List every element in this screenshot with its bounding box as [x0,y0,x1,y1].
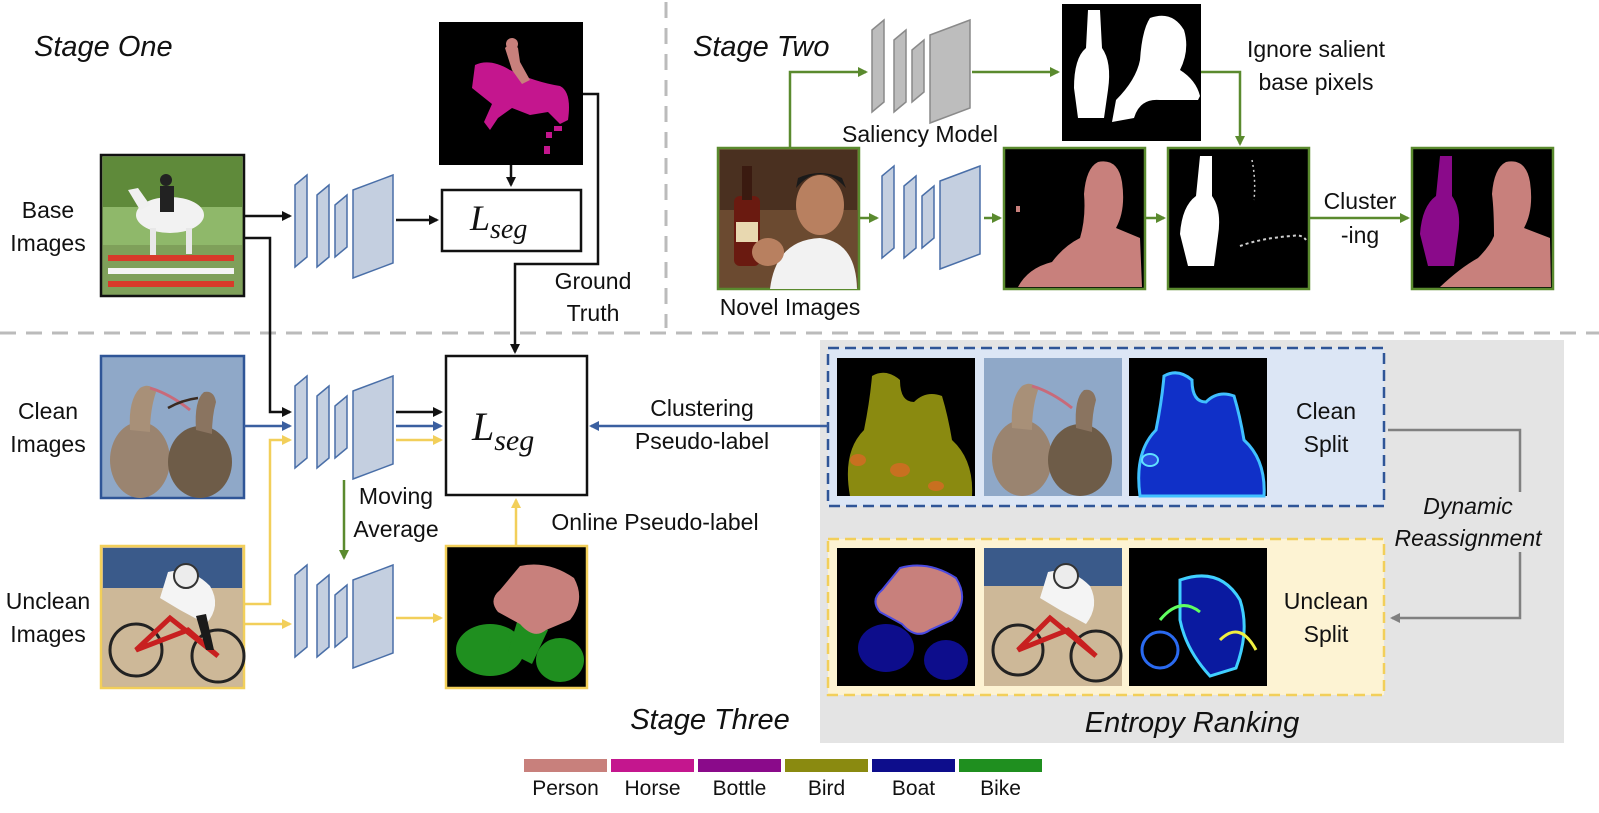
clean-images-label-1: Clean [18,398,78,424]
stage-two-title: Stage Two [693,31,829,63]
clean-image-photo [99,354,246,500]
unclean-split-photo [984,548,1123,686]
unclean-images-label-2: Images [10,621,85,647]
ignore-salient-label-2: base pixels [1258,69,1373,95]
ground-truth-label-1: Ground [555,268,632,294]
unclean-split-label-2: Split [1304,621,1349,647]
saliency-map [1062,4,1201,141]
entropy-ranking-title: Entropy Ranking [1085,707,1299,739]
clustering-label-1: Cluster [1324,188,1397,214]
stage-three-title: Stage Three [630,704,790,736]
novel-images-label: Novel Images [720,294,861,320]
dynamic-reassignment-label-2: Reassignment [1394,525,1543,551]
clean-split-photo [984,358,1122,496]
clustered-pseudo-label [1410,146,1555,291]
dynamic-reassignment-label-1: Dynamic [1423,493,1513,519]
base-image-photo [99,153,246,298]
stage-one-title: Stage One [34,31,173,63]
unclean-image-photo [99,544,246,690]
legend-swatch-bird [785,759,868,772]
masked-saliency-map [1166,146,1311,291]
arrow-map-to-masked [1201,70,1245,146]
clustering-pseudo-label-2: Pseudo-label [635,428,769,454]
ground-truth-label-2: Truth [567,300,620,326]
unclean-split-entropy-map [1129,548,1267,686]
legend-label-boat: Boat [892,777,935,800]
clean-split-entropy-map [1129,358,1267,498]
legend-swatch-bike [959,759,1042,772]
class-legend: Person Horse Bottle Bird Boat Bike [524,759,1042,800]
stage-three-online-network-icon [294,375,394,480]
unclean-split-label-1: Unclean [1284,588,1368,614]
stage-one-loss-label: Lseg [469,198,527,245]
clean-images-label-2: Images [10,431,85,457]
saliency-model-label: Saliency Model [842,121,998,147]
legend-label-person: Person [532,777,599,800]
unclean-images-label-1: Unclean [6,588,90,614]
stage-one-network-icon [294,174,394,279]
clustering-pseudo-label-1: Clustering [650,395,754,421]
base-images-label-2: Images [10,230,85,256]
arrow-base-to-stage3-network [244,236,292,417]
clustering-label-2: -ing [1341,222,1379,248]
stage-one-loss-box [440,188,583,253]
moving-average-label-1: Moving [359,483,433,509]
saliency-model-icon [871,19,971,124]
novel-image-photo [716,146,861,291]
legend-swatch-bottle [698,759,781,772]
stage-three-ema-network-icon [294,564,394,669]
legend-label-horse: Horse [624,777,680,800]
legend-label-bike: Bike [980,777,1021,800]
legend-swatch-boat [872,759,955,772]
legend-swatch-horse [611,759,694,772]
stage-two-network-icon [881,165,981,270]
base-images-label-1: Base [22,197,74,223]
clean-split-label-2: Split [1304,431,1349,457]
base-ground-truth-mask [439,22,583,165]
moving-average-label-2: Average [353,516,438,542]
ignore-salient-label-1: Ignore salient [1247,36,1386,62]
clean-split-label-1: Clean [1296,398,1356,424]
unclean-split-pseudo-label [837,548,975,686]
stage-three-loss-box [444,354,589,497]
stage-two-prediction-mask [1002,146,1147,291]
online-pseudo-label-mask [444,544,589,690]
arrow-novel-to-saliency [788,67,868,148]
clean-split-pseudo-label [837,358,975,496]
online-pseudo-label-text: Online Pseudo-label [551,509,758,535]
arrow-unclean-to-online-network [244,435,292,606]
legend-label-bottle: Bottle [713,777,767,800]
arrow-gt-to-stage3-loss [510,92,600,354]
legend-swatch-person [524,759,607,772]
stage-three-loss-label: Lseg [471,404,534,457]
legend-label-bird: Bird [808,777,845,800]
